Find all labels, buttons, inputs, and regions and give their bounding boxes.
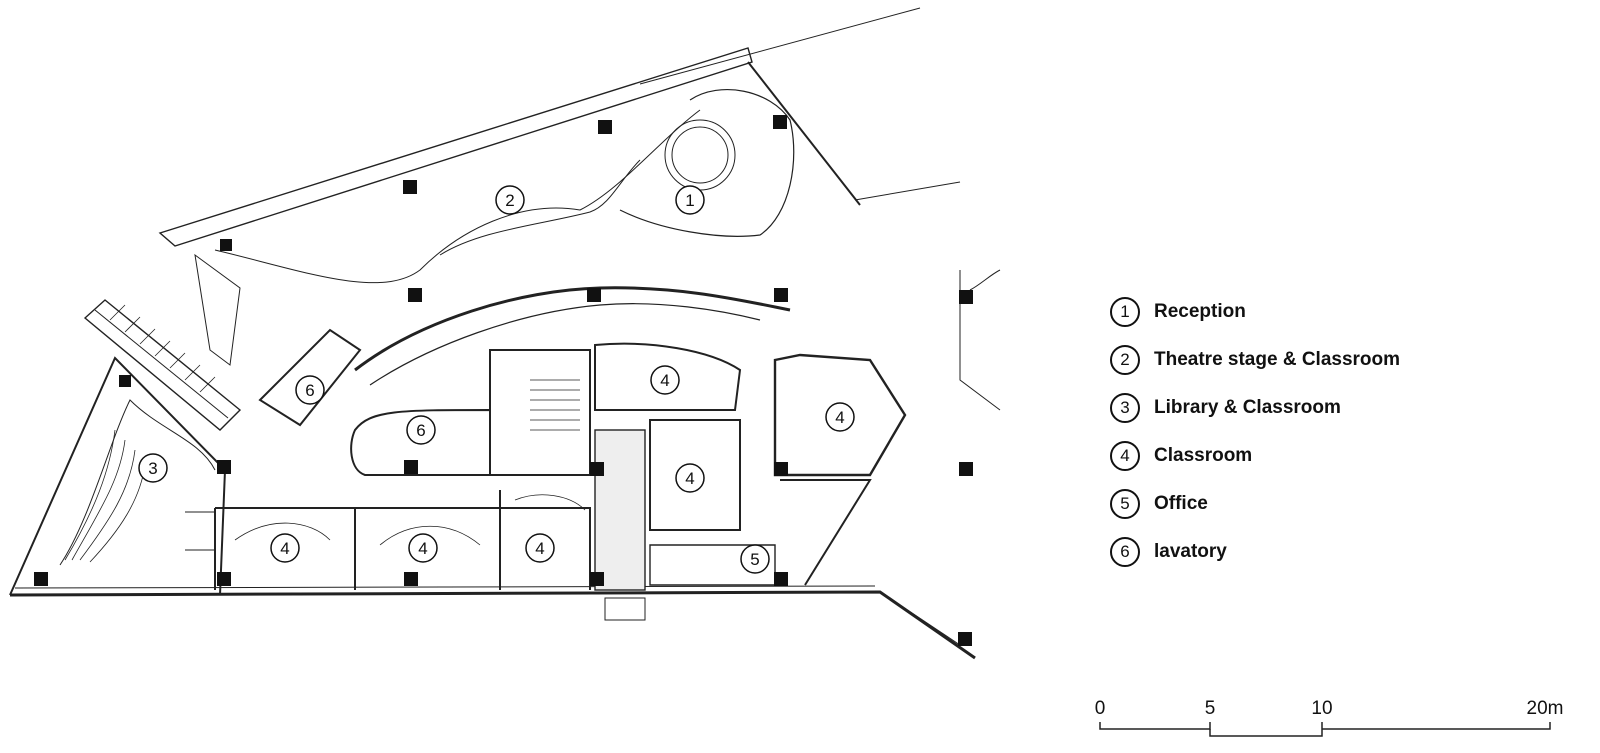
legend-item-reception: 1 Reception (1110, 288, 1580, 336)
south-wall (9, 590, 976, 660)
room-marker-number: 6 (416, 421, 425, 440)
room-marker-number: 2 (505, 191, 514, 210)
scale-bar: 0 5 10 20m (1090, 698, 1580, 748)
room-marker-circle (408, 533, 438, 563)
room-marker-number: 4 (535, 539, 544, 558)
floor-plan: 1 2 3 4 4 4 4 4 4 5 6 6 (9, 7, 1001, 660)
classroom-row (215, 507, 591, 590)
room-marker-classroom-a: 4 (270, 533, 300, 563)
room-marker-number: 6 (305, 381, 314, 400)
room-marker-circle (525, 533, 555, 563)
legend-item-classroom: 4 Classroom (1110, 432, 1580, 480)
lavatory-block-central (350, 408, 491, 476)
room-marker-classroom-b: 4 (408, 533, 438, 563)
legend-label: Office (1154, 493, 1208, 514)
scale-tick-label: 20m (1526, 698, 1564, 719)
theatre-outline (214, 109, 701, 284)
room-marker-lavatory-a: 6 (295, 375, 325, 405)
room-marker-office: 5 (740, 544, 770, 574)
legend-item-theatre: 2 Theatre stage & Classroom (1110, 336, 1580, 384)
legend-label: lavatory (1154, 541, 1227, 562)
room-marker-circle (295, 375, 325, 405)
room-marker-circle (675, 463, 705, 493)
room-marker-lavatory-b: 6 (406, 415, 436, 445)
room-marker-number: 1 (685, 191, 694, 210)
scale-tick-label: 10 (1311, 698, 1333, 719)
room-marker-circle (270, 533, 300, 563)
room-marker-classroom-c: 4 (525, 533, 555, 563)
room-marker-circle (138, 453, 168, 483)
legend-item-lavatory: 6 lavatory (1110, 528, 1580, 576)
legend-number: 1 (1110, 297, 1140, 327)
reception-desk (619, 89, 795, 237)
room-marker-classroom-f: 4 (825, 402, 855, 432)
columns (34, 115, 973, 646)
east-wall (747, 61, 861, 206)
scale-tick-label: 5 (1204, 698, 1216, 719)
room-marker-circle (495, 185, 525, 215)
room-marker-number: 3 (148, 459, 157, 478)
room-marker-number: 4 (280, 539, 289, 558)
library-outline (9, 356, 227, 596)
legend-label: Theatre stage & Classroom (1154, 349, 1401, 370)
scale-bar-graphic (1099, 722, 1551, 737)
room-marker-number: 4 (418, 539, 427, 558)
legend-number: 5 (1110, 489, 1140, 519)
room-marker-circle (406, 415, 436, 445)
room-marker-number: 4 (685, 469, 694, 488)
stair-core (489, 349, 591, 476)
room-marker-circle (675, 185, 705, 215)
room-marker-library: 3 (138, 453, 168, 483)
legend: 1 Reception 2 Theatre stage & Classroom … (1110, 288, 1580, 576)
legend-label: Reception (1154, 301, 1246, 322)
room-marker-number: 4 (660, 371, 669, 390)
west-stair (83, 299, 242, 431)
room-marker-number: 5 (750, 550, 759, 569)
room-marker-theatre: 2 (495, 185, 525, 215)
north-wall (158, 47, 753, 247)
legend-label: Classroom (1154, 445, 1253, 466)
legend-number: 2 (1110, 345, 1140, 375)
room-marker-circle (740, 544, 770, 574)
room-marker-circle (650, 365, 680, 395)
room-marker-classroom-d: 4 (650, 365, 680, 395)
room-marker-reception: 1 (675, 185, 705, 215)
lavatory-block-west (258, 328, 362, 427)
legend-item-library: 3 Library & Classroom (1110, 384, 1580, 432)
legend-number: 4 (1110, 441, 1140, 471)
room-marker-classroom-e: 4 (675, 463, 705, 493)
legend-number: 6 (1110, 537, 1140, 567)
legend-number: 3 (1110, 393, 1140, 423)
room-marker-number: 4 (835, 408, 844, 427)
legend-label: Library & Classroom (1154, 397, 1341, 418)
legend-item-office: 5 Office (1110, 480, 1580, 528)
room-marker-circle (825, 402, 855, 432)
scale-tick-label: 0 (1094, 698, 1106, 719)
